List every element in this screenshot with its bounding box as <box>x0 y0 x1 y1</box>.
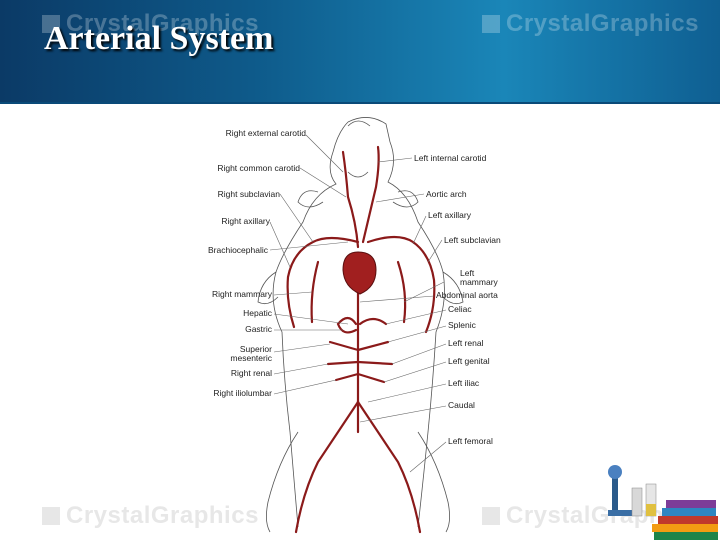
watermark-text: CrystalGraphics <box>506 10 699 37</box>
crystalgraphics-logo-icon <box>42 15 60 33</box>
label-right-common-carotid: Right common carotid <box>217 163 300 173</box>
science-books-clipart <box>592 448 720 540</box>
microscope-and-books-icon <box>608 465 718 540</box>
label-left-mammary: Left mammary <box>460 268 498 287</box>
label-aortic-arch: Aortic arch <box>426 189 467 199</box>
label-left-internal-carotid: Left internal carotid <box>414 153 487 163</box>
label-celiac: Celiac <box>448 304 472 314</box>
label-abdominal-aorta: Abdominal aorta <box>436 290 498 300</box>
label-brachiocephalic: Brachiocephalic <box>207 245 268 255</box>
label-right-subclavian: Right subclavian <box>217 189 280 199</box>
label-left-subclavian: Left subclavian <box>444 235 501 245</box>
watermark-text: CrystalGraphics <box>66 10 259 37</box>
label-left-renal: Left renal <box>448 338 484 348</box>
label-right-renal: Right renal <box>230 368 272 378</box>
heart-shape <box>342 251 377 295</box>
label-hepatic: Hepatic <box>243 308 272 318</box>
label-right-axillary: Right axillary <box>221 216 270 226</box>
watermark-text: CrystalGraphics <box>66 502 259 529</box>
label-right-iliolumbar: Right iliolumbar <box>213 388 272 398</box>
arterial-system-diagram: Right external carotid Right common caro… <box>198 102 518 534</box>
label-right-mammary: Right mammary <box>212 289 272 299</box>
watermark-bottom-left: CrystalGraphics <box>42 502 259 530</box>
rat-outline-illustration <box>257 117 464 534</box>
label-superior-mesenteric: Superior mesenteric <box>230 344 272 363</box>
slide-title: Arterial System <box>44 20 274 57</box>
label-left-axillary: Left axillary <box>428 210 471 220</box>
watermark-top-left: CrystalGraphics <box>42 10 259 38</box>
label-left-iliac: Left iliac <box>448 378 480 388</box>
label-left-femoral: Left femoral <box>448 436 493 446</box>
watermark-top-right: CrystalGraphics <box>482 10 699 38</box>
label-gastric: Gastric <box>245 324 272 334</box>
label-right-external-carotid: Right external carotid <box>225 128 306 138</box>
label-splenic: Splenic <box>448 320 476 330</box>
label-left-genital: Left genital <box>448 356 490 366</box>
crystalgraphics-logo-icon <box>42 507 60 525</box>
title-banner: CrystalGraphics CrystalGraphics Arterial… <box>0 0 720 104</box>
crystalgraphics-logo-icon <box>482 15 500 33</box>
crystalgraphics-logo-icon <box>482 507 500 525</box>
label-caudal: Caudal <box>448 400 475 410</box>
